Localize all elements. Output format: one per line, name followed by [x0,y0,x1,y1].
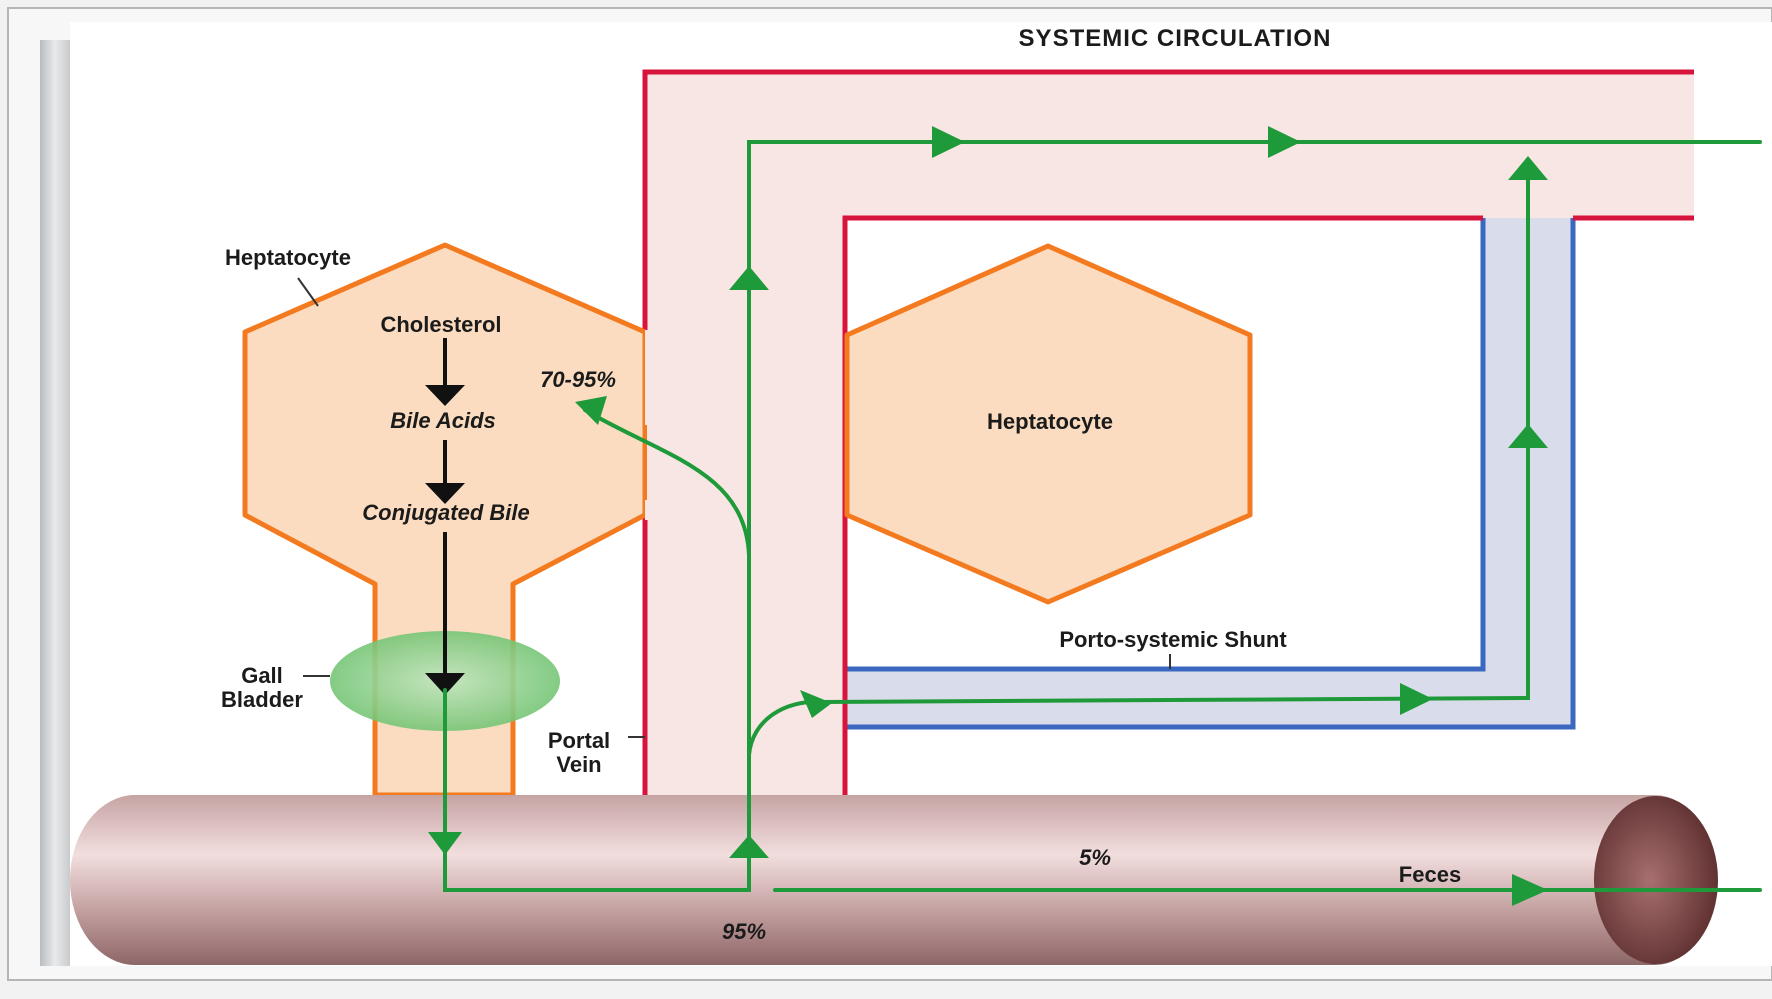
label-hepatocyte-left: Heptatocyte [225,245,351,270]
arrowhead-up-shunt-lower [1508,424,1548,448]
intestine-end [1594,796,1718,964]
right-hepatocyte-shape [844,243,1253,605]
shunt-inner-border [845,218,1486,672]
circulation-inner-border [842,215,1483,795]
title-systemic-circulation: SYSTEMIC CIRCULATION [1019,25,1332,52]
label-gall: Gall [241,663,283,688]
portal-vein-overlap [645,330,742,520]
porto-systemic-shunt-band [845,218,1573,727]
shunt-outer-border [845,218,1576,730]
arrowhead-right-top-2 [1268,126,1301,158]
leader-lines [297,277,1171,738]
arrowhead-3 [425,673,465,695]
flow-arrowheads [428,126,1548,906]
flow-to-hepatocyte [583,408,751,557]
intestine-tube [70,795,1715,965]
label-5-percent: 5% [1079,845,1111,870]
arrowhead-right-shunt [1400,683,1433,715]
arrowhead-down-intestine [428,832,462,855]
arrowhead-into-hepatocyte [575,396,607,425]
label-bladder: Bladder [221,687,303,712]
arrowhead-up-shunt-upper [1508,156,1548,180]
arrowhead-1 [425,385,465,406]
arrowhead-into-shunt [800,690,832,718]
label-cholesterol: Cholesterol [380,312,501,337]
arrowhead-2 [425,483,465,504]
flow-main-loop [443,140,1762,892]
label-portal: Portal [548,728,610,753]
circulation-outer-border [642,69,1694,795]
label-70-95-percent: 70-95% [540,367,616,392]
label-porto-systemic-shunt: Porto-systemic Shunt [1059,627,1287,652]
label-bile-acids: Bile Acids [390,408,496,433]
label-conjugated-bile: Conjugated Bile [362,500,529,525]
marble-strip [40,40,70,966]
arrowhead-up-portal-upper [729,266,769,290]
arrowhead-right-top-1 [932,126,965,158]
arrowhead-up-portal-lower [729,835,769,858]
label-feces: Feces [1399,862,1461,887]
arrowhead-feces [1512,874,1548,906]
label-hepatocyte-right: Heptatocyte [987,409,1113,434]
leader-hepatocyte [297,277,319,307]
label-95-percent: 95% [722,919,766,944]
label-vein: Vein [556,752,601,777]
